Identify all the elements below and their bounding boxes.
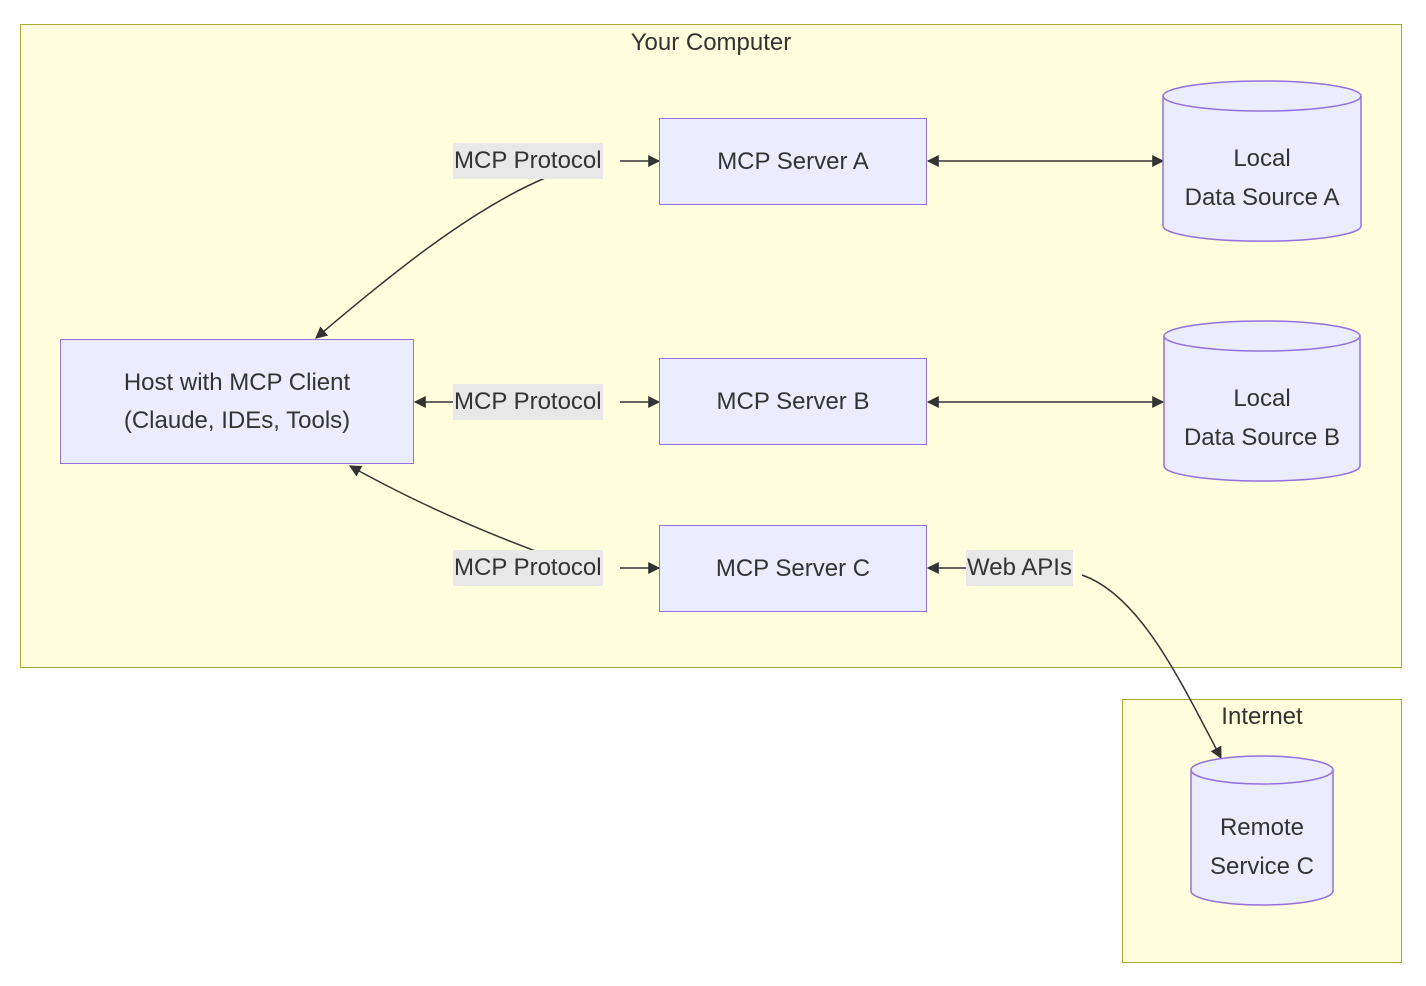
cluster-internet-title: Internet: [1221, 703, 1303, 730]
edge-label-host-server-a: MCP Protocol: [453, 143, 603, 179]
remote-service-c-label: Remote Service C: [1191, 808, 1333, 886]
remote-service-c-line1: Remote: [1219, 814, 1305, 841]
host-node: Host with MCP Client (Claude, IDEs, Tool…: [60, 339, 414, 464]
database-remote-service-c-shape: [1190, 755, 1334, 906]
edge-label-web-apis: Web APIs: [966, 550, 1073, 586]
server-a-node: MCP Server A: [659, 118, 927, 205]
data-source-b-label: Local Data Source B: [1164, 379, 1360, 457]
server-a-label: MCP Server A: [717, 147, 869, 175]
remote-service-c-line2: Service C: [1209, 853, 1315, 880]
database-data-source-a-shape: [1162, 80, 1362, 242]
data-source-b-line1: Local: [1233, 385, 1291, 412]
server-b-node: MCP Server B: [659, 358, 927, 445]
data-source-a-label: Local Data Source A: [1163, 139, 1361, 217]
host-node-line2: (Claude, IDEs, Tools): [123, 406, 351, 434]
edge-label-host-server-b: MCP Protocol: [453, 384, 603, 420]
edge-label-host-server-c: MCP Protocol: [453, 550, 603, 586]
server-c-label: MCP Server C: [715, 554, 871, 582]
data-source-a-line2: Data Source A: [1184, 184, 1340, 211]
edge-host-server-a-curve: [315, 177, 546, 339]
database-data-source-b-shape: [1163, 320, 1361, 482]
data-source-b-line2: Data Source B: [1183, 424, 1341, 451]
host-node-line1: Host with MCP Client: [123, 368, 351, 396]
server-c-node: MCP Server C: [659, 525, 927, 612]
edge-web-apis-remote-curve: [1081, 574, 1222, 760]
edge-host-server-c-curve: [348, 465, 561, 561]
server-b-label: MCP Server B: [716, 387, 870, 415]
cluster-your-computer-title: Your Computer: [630, 29, 792, 56]
data-source-a-line1: Local: [1233, 145, 1291, 172]
